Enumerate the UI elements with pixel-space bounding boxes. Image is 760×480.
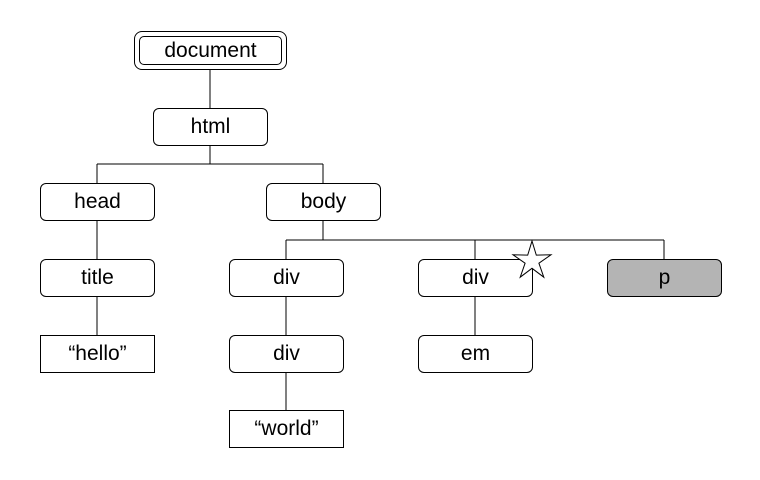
world-text-node: “world”: [229, 410, 344, 448]
hello-text-node: “hello”: [40, 335, 155, 373]
star-marker: [511, 239, 553, 279]
p-node-highlighted: p: [607, 259, 722, 297]
document-node: document: [139, 36, 282, 65]
title-node: title: [40, 259, 155, 297]
div-node-left: div: [229, 259, 344, 297]
div-node-nested: div: [229, 335, 344, 373]
body-node: body: [266, 183, 381, 221]
div-node-middle: div: [418, 259, 533, 297]
head-node: head: [40, 183, 155, 221]
document-node-frame: document: [134, 31, 287, 70]
html-node: html: [153, 108, 268, 146]
em-node: em: [418, 335, 533, 373]
